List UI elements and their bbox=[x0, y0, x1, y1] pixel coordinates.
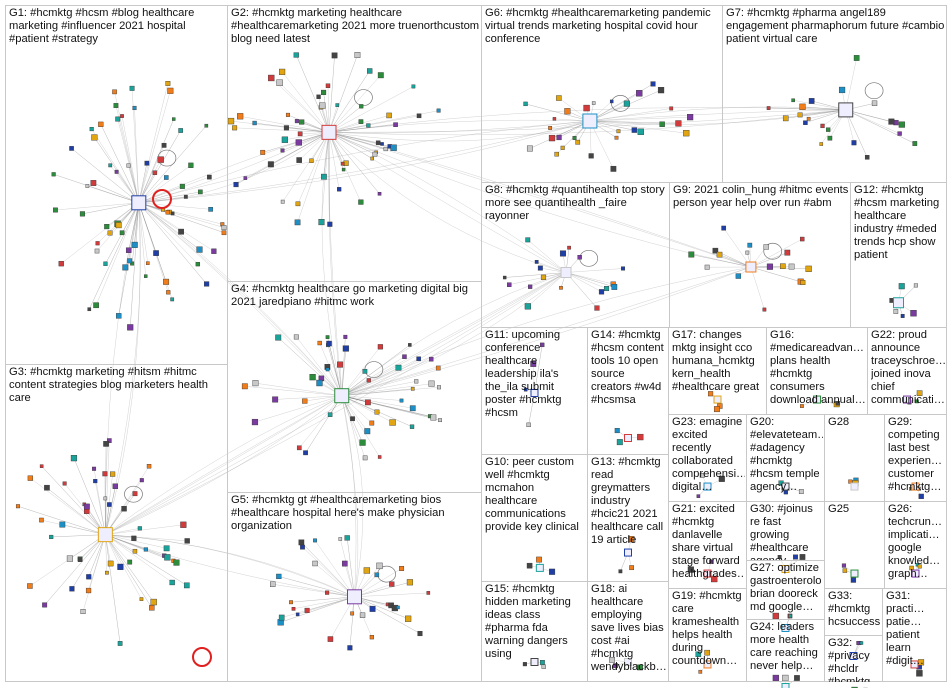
group-label: G21: excited #hcmktg danlavelle share vi… bbox=[672, 503, 745, 581]
group-box-g24: G24: leaders more health care reaching n… bbox=[746, 619, 825, 682]
group-box-g17: G17: changes mktg insight cco humana_hcm… bbox=[668, 327, 767, 415]
group-label: G19: #hcmktg care krameshealth helps hea… bbox=[672, 590, 745, 668]
group-box-g20: G20: #elevateteam… #adagency #hcmktg #hc… bbox=[746, 414, 825, 502]
group-label: G3: #hcmktg marketing #hitsm #hitmc cont… bbox=[9, 366, 226, 405]
group-box-g14: G14: #hcmktg #hcsm content tools 10 open… bbox=[587, 327, 669, 455]
group-label: G11: upcoming conference healthcare lead… bbox=[485, 329, 586, 420]
group-box-g11: G11: upcoming conference healthcare lead… bbox=[481, 327, 588, 455]
group-label: G33: #hcmktg hcsuccess bbox=[828, 590, 881, 629]
group-label: G20: #elevateteam… #adagency #hcmktg #hc… bbox=[750, 416, 823, 494]
group-label: G15: #hcmktg hidden marketing ideas clas… bbox=[485, 583, 586, 661]
group-box-g18: G18: ai healthcare employing save lives … bbox=[587, 581, 669, 682]
group-label: G12: #hcmktg #hcsm marketing healthcare … bbox=[854, 184, 945, 262]
group-label: G10: peer custom well #hcmktg mcmahon he… bbox=[485, 456, 586, 534]
group-label: G25 bbox=[828, 503, 883, 516]
group-box-g32: G32: #privacy #hcldr #hcmktg bbox=[824, 635, 883, 682]
group-label: G18: ai healthcare employing save lives … bbox=[591, 583, 667, 674]
group-label: G2: #hcmktg marketing healthcare #health… bbox=[231, 7, 480, 46]
group-label: G29: competing last best experien… custo… bbox=[888, 416, 945, 494]
group-label: G17: changes mktg insight cco humana_hcm… bbox=[672, 329, 765, 394]
group-box-g28: G28 bbox=[824, 414, 885, 502]
group-box-g4: G4: #hcmktg healthcare go marketing digi… bbox=[227, 281, 482, 493]
group-label: G1: #hcmktg #hcsm #blog healthcare marke… bbox=[9, 7, 226, 46]
group-label: G23: emagine excited recently collaborat… bbox=[672, 416, 745, 494]
group-box-g33: G33: #hcmktg hcsuccess bbox=[824, 588, 883, 636]
group-box-g6: G6: #hcmktg #healthcaremarketing pandemi… bbox=[481, 5, 723, 183]
group-box-g10: G10: peer custom well #hcmktg mcmahon he… bbox=[481, 454, 588, 582]
group-box-g9: G9: 2021 colin_hung #hitmc events person… bbox=[669, 182, 851, 328]
group-box-g13: G13: #hcmktg read greymatters industry #… bbox=[587, 454, 669, 582]
group-box-g29: G29: competing last best experien… custo… bbox=[884, 414, 947, 502]
group-box-g7: G7: #hcmktg #pharma angel189 engagement … bbox=[722, 5, 947, 183]
group-label: G6: #hcmktg #healthcaremarketing pandemi… bbox=[485, 7, 721, 46]
group-label: G8: #hcmktg #quantihealth top story more… bbox=[485, 184, 668, 223]
group-box-g23: G23: emagine excited recently collaborat… bbox=[668, 414, 747, 502]
hub-node bbox=[782, 684, 789, 688]
group-label: G27: optimize gastroenterolo… brian door… bbox=[750, 562, 823, 614]
group-box-g30: G30: #joinus re fast growing #healthcare… bbox=[746, 501, 825, 561]
group-label: G4: #hcmktg healthcare go marketing digi… bbox=[231, 283, 480, 309]
group-label: G13: #hcmktg read greymatters industry #… bbox=[591, 456, 667, 547]
group-label: G5: #hcmktg gt #healthcaremarketing bios… bbox=[231, 494, 480, 533]
group-box-g19: G19: #hcmktg care krameshealth helps hea… bbox=[668, 588, 747, 682]
group-label: G26: techcrun… implicati… google knowled… bbox=[888, 503, 945, 581]
group-box-g16: G16: #medicareadvan… plans health #hcmkt… bbox=[766, 327, 868, 415]
group-box-g31: G31: practi… patie… patient learn #digit… bbox=[882, 588, 947, 682]
group-box-g12: G12: #hcmktg #hcsm marketing healthcare … bbox=[850, 182, 947, 328]
group-box-g15: G15: #hcmktg hidden marketing ideas clas… bbox=[481, 581, 588, 682]
group-box-g25: G25 bbox=[824, 501, 885, 589]
group-label: G28 bbox=[828, 416, 883, 429]
group-label: G24: leaders more health care reaching n… bbox=[750, 621, 823, 673]
group-box-g5: G5: #hcmktg gt #healthcaremarketing bios… bbox=[227, 492, 482, 682]
group-label: G9: 2021 colin_hung #hitmc events person… bbox=[673, 184, 849, 210]
group-label: G14: #hcmktg #hcsm content tools 10 open… bbox=[591, 329, 667, 407]
group-box-g3: G3: #hcmktg marketing #hitsm #hitmc cont… bbox=[5, 364, 228, 682]
group-label: G30: #joinus re fast growing #healthcare… bbox=[750, 503, 823, 561]
group-box-g2: G2: #hcmktg marketing healthcare #health… bbox=[227, 5, 482, 282]
group-box-g1: G1: #hcmktg #hcsm #blog healthcare marke… bbox=[5, 5, 228, 365]
group-label: G32: #privacy #hcldr #hcmktg bbox=[828, 637, 881, 682]
group-box-g22: G22: proud announce traceyschroe… joined… bbox=[867, 327, 947, 415]
group-box-g26: G26: techcrun… implicati… google knowled… bbox=[884, 501, 947, 589]
group-box-g8: G8: #hcmktg #quantihealth top story more… bbox=[481, 182, 670, 328]
group-label: G22: proud announce traceyschroe… joined… bbox=[871, 329, 945, 407]
group-label: G16: #medicareadvan… plans health #hcmkt… bbox=[770, 329, 866, 407]
group-box-g27: G27: optimize gastroenterolo… brian door… bbox=[746, 560, 825, 620]
group-box-g21: G21: excited #hcmktg danlavelle share vi… bbox=[668, 501, 747, 589]
group-label: G7: #hcmktg #pharma angel189 engagement … bbox=[726, 7, 945, 46]
group-label: G31: practi… patie… patient learn #digit… bbox=[886, 590, 945, 668]
